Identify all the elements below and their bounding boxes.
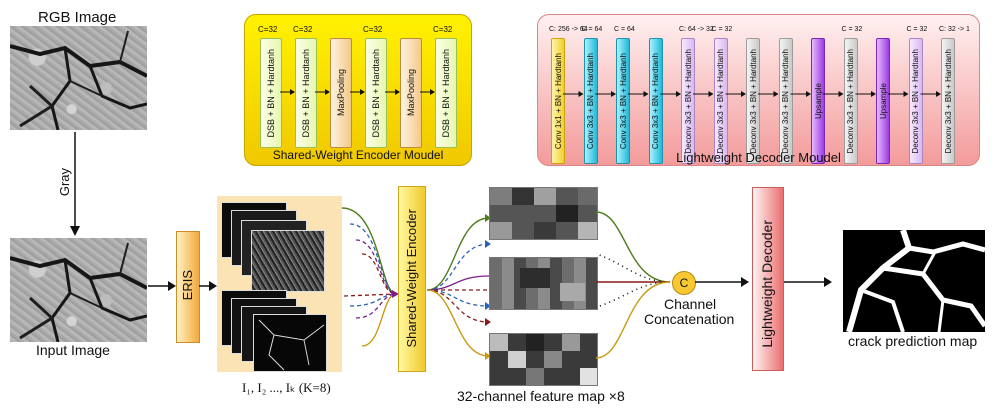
eris-block: ERIS bbox=[176, 231, 200, 343]
decoder-channel-label: C: 32 -> 1 bbox=[939, 26, 970, 33]
lightweight-decoder-block: Lightweight Decoder bbox=[752, 187, 784, 371]
lightweight-decoder-label: Lightweight Decoder bbox=[759, 220, 775, 348]
decoder-arrowhead bbox=[643, 91, 649, 97]
decoder-block-8: Deconv 3x3 + BN + Hardtanh bbox=[778, 38, 793, 164]
encoder-to-features-arrows bbox=[426, 214, 491, 360]
stack-caption: I₁, I₂ ..., Iₖ (K=8) bbox=[242, 380, 331, 395]
decoder-channel-label: C = 32 bbox=[906, 26, 928, 33]
shared-encoder-label: Shared-Weight Encoder bbox=[404, 209, 419, 348]
rgb-image-label: RGB Image bbox=[38, 9, 117, 26]
decoder-block-10: Deconv 3x3 + BN + Hardtanh bbox=[843, 38, 858, 164]
decoder-channel-label: C: 64 -> 32 bbox=[679, 26, 714, 33]
stack-crack-lines bbox=[258, 319, 325, 371]
feature-map-caption: 32-channel feature map ×8 bbox=[457, 388, 625, 404]
arrow-eris-to-stack bbox=[199, 281, 217, 291]
input-image bbox=[10, 238, 147, 342]
decoder-block-5: Deconv 3x3 + BN + Hardtanh bbox=[681, 38, 695, 164]
crack-lines-gray bbox=[10, 242, 147, 342]
crack-lines-rgb bbox=[10, 30, 147, 130]
arrow-decoder-to-output bbox=[784, 277, 832, 287]
encoder-channel-label: C=32 bbox=[293, 25, 313, 34]
encoder-arrowhead bbox=[395, 89, 400, 95]
decoder-arrowhead bbox=[936, 91, 941, 97]
enhanced-image-stack bbox=[217, 196, 342, 372]
encoder-module-title: Shared-Weight Encoder Moudel bbox=[272, 148, 444, 162]
shared-encoder-block: Shared-Weight Encoder bbox=[398, 186, 426, 372]
prediction-crack-shapes bbox=[846, 229, 988, 333]
decoder-block-2: Conv 3x3 + BN + Hardtanh bbox=[583, 38, 598, 164]
input-image-label: Input Image bbox=[36, 342, 110, 358]
decoder-channel-label: C = 64 bbox=[581, 26, 603, 33]
encoder-arrowhead bbox=[360, 89, 365, 95]
features-to-concat-arrows bbox=[596, 211, 671, 359]
decoder-arrowhead bbox=[806, 91, 811, 97]
concat-circle: C bbox=[672, 271, 696, 295]
decoder-block-4: Conv 3x3 + BN + Hardtanh bbox=[648, 38, 663, 164]
crack-prediction-map bbox=[843, 229, 988, 333]
crack-map-label: crack prediction map bbox=[848, 333, 978, 349]
decoder-block-3: Conv 3x3 + BN + Hardtanh bbox=[616, 38, 630, 164]
decoder-module: Conv 1x1 + BN + Hardtanh C: 256 -> 64 Conv… bbox=[537, 14, 980, 166]
decoder-arrowhead bbox=[611, 91, 616, 97]
encoder-arrowhead bbox=[290, 89, 295, 95]
decoder-block-7: Deconv 3x3 + BN + Hardtanh bbox=[746, 38, 760, 164]
channel-concat-label-1: Channel bbox=[664, 296, 717, 312]
stack-to-encoder-arrows bbox=[341, 207, 399, 347]
arrow-input-to-eris bbox=[148, 281, 176, 291]
decoder-block-11: Upsample bbox=[876, 38, 890, 164]
decoder-block-12: Deconv 3x3 + BN + Hardtanh bbox=[908, 38, 923, 164]
encoder-module-arrows bbox=[280, 89, 435, 95]
rgb-image bbox=[10, 26, 147, 130]
encoder-block-2: DSB + BN + Hardtanh bbox=[295, 38, 317, 148]
encoder-channel-label: C=32 bbox=[363, 25, 383, 34]
feature-map-1 bbox=[489, 187, 598, 240]
gray-label: Gray bbox=[57, 168, 72, 197]
decoder-arrowhead bbox=[871, 91, 876, 97]
eris-label: ERIS bbox=[180, 270, 195, 301]
concat-symbol: C bbox=[679, 276, 689, 290]
decoder-channel-label: C = 32 bbox=[841, 26, 863, 33]
encoder-channel-label: C=32 bbox=[433, 25, 453, 34]
stack-slice-8 bbox=[253, 314, 327, 372]
encoder-arrowhead bbox=[430, 89, 435, 95]
decoder-arrowhead bbox=[838, 91, 844, 97]
channel-concat-label-2: Concatenation bbox=[644, 311, 735, 327]
encoder-block-5: MaxPooling bbox=[400, 38, 422, 148]
decoder-module-arrows bbox=[563, 91, 941, 97]
decoder-block-6: Deconv 3x3 + BN + Hardtanh bbox=[713, 38, 728, 164]
decoder-block-9: Upsample bbox=[811, 38, 825, 164]
arrow-concat-to-decoder bbox=[695, 277, 749, 287]
decoder-arrowhead bbox=[676, 91, 681, 97]
encoder-block-6: DSB + BN + Hardtanh bbox=[435, 38, 457, 148]
decoder-arrowhead bbox=[741, 91, 746, 97]
decoder-arrowhead bbox=[903, 91, 909, 97]
decoder-channel-label: C = 32 bbox=[711, 26, 733, 33]
decoder-module-title: Lightweight Decoder Moudel bbox=[676, 150, 841, 165]
decoder-block-1: Conv 1x1 + BN + Hardtanh bbox=[551, 38, 565, 164]
encoder-block-4: DSB + BN + Hardtanh bbox=[365, 38, 387, 148]
decoder-channel-label: C = 64 bbox=[614, 26, 635, 33]
encoder-channel-label: C=32 bbox=[258, 25, 278, 34]
feature-map-3 bbox=[489, 333, 598, 386]
decoder-arrowhead bbox=[773, 91, 779, 97]
encoder-arrowhead bbox=[325, 89, 330, 95]
feature-map-2 bbox=[489, 257, 598, 310]
stack-slice-4 bbox=[251, 230, 325, 292]
decoder-channel-label: C: 256 -> 64 bbox=[549, 26, 588, 33]
encoder-block-1: DSB + BN + Hardtanh bbox=[260, 38, 282, 148]
encoder-block-3: MaxPooling bbox=[330, 38, 352, 148]
decoder-arrowhead bbox=[578, 91, 584, 97]
decoder-arrowhead bbox=[708, 91, 714, 97]
decoder-block-13: Deconv 3x3 + BN + Hardtanh bbox=[941, 38, 955, 164]
gray-arrow bbox=[70, 132, 80, 236]
